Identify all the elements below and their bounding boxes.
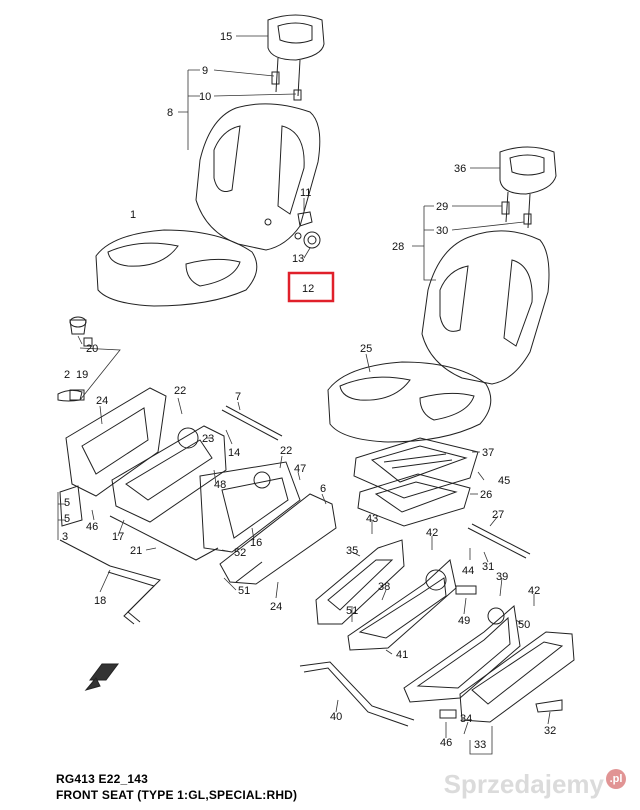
callout-31: 31 (482, 561, 494, 573)
seat-cushion-front-left (95, 229, 258, 307)
callout-7: 7 (235, 391, 241, 403)
bracket-small (69, 389, 85, 401)
callout-24-a: 24 (96, 395, 108, 407)
callout-42-b: 42 (528, 585, 540, 597)
seat-cushion-front-right (327, 361, 492, 443)
callout-45: 45 (498, 475, 510, 487)
headrest-guide-pins (271, 71, 302, 101)
callout-12: 12 (302, 283, 314, 295)
callout-50: 50 (518, 619, 530, 631)
callout-11: 11 (300, 187, 311, 199)
seat-frame-left (57, 316, 337, 585)
seat-frame-right (315, 539, 575, 723)
callout-35: 35 (346, 545, 358, 557)
seat-rails-left (59, 405, 283, 625)
callout-46-a: 46 (86, 521, 98, 533)
callout-27: 27 (492, 509, 504, 521)
callout-23: 23 (202, 433, 214, 445)
seat-backrest-front-right (421, 230, 550, 385)
callout-13: 13 (292, 253, 304, 265)
callout-44: 44 (462, 565, 474, 577)
callout-43: 43 (366, 513, 378, 525)
callout-39: 39 (496, 571, 508, 583)
diagram-code: RG413 E22_143 (56, 772, 149, 786)
callout-10: 10 (199, 91, 211, 103)
callout-24-b: 24 (270, 601, 282, 613)
part-labels: 15 9 10 8 11 13 1 36 29 30 28 25 20 2 19… (62, 31, 556, 751)
callout-21: 21 (130, 545, 142, 557)
callout-51-b: 51 (346, 605, 358, 617)
callout-22-a: 22 (174, 385, 186, 397)
callout-38: 38 (378, 581, 390, 593)
callout-20: 20 (86, 343, 98, 355)
callout-37: 37 (482, 447, 494, 459)
callout-42-a: 42 (426, 527, 438, 539)
front-direction-arrow (84, 663, 119, 691)
callout-25: 25 (360, 343, 372, 355)
callout-3: 3 (62, 531, 68, 543)
watermark-badge: .pl (606, 769, 626, 789)
callout-34: 34 (460, 713, 472, 725)
callout-19: 19 (76, 369, 88, 381)
callout-29: 29 (436, 201, 448, 213)
callout-5-b: 5 (64, 513, 70, 525)
callout-8: 8 (167, 107, 173, 119)
headrest-front-right (499, 146, 557, 229)
callout-48: 48 (214, 479, 226, 491)
callout-32: 32 (544, 725, 556, 737)
knob-small-parts (294, 211, 321, 249)
callout-1: 1 (130, 209, 136, 221)
callout-9: 9 (202, 65, 208, 77)
callout-40: 40 (330, 711, 342, 723)
callout-49: 49 (458, 615, 470, 627)
seat-rails-right (299, 523, 531, 727)
callout-6: 6 (320, 483, 326, 495)
seat-pan-trays (353, 437, 479, 527)
watermark-text: Sprzedajemy (443, 769, 604, 799)
leader-lines (57, 35, 551, 755)
callout-16: 16 (250, 537, 262, 549)
callout-5-a: 5 (64, 497, 70, 509)
diagram-title: FRONT SEAT (TYPE 1:GL,SPECIAL:RHD) (56, 788, 298, 802)
callout-22-b: 22 (280, 445, 292, 457)
callout-52: 52 (234, 547, 246, 559)
callout-51-a: 51 (238, 585, 250, 597)
callout-28: 28 (392, 241, 404, 253)
watermark: Sprzedajemy.pl (444, 769, 626, 800)
callout-47: 47 (294, 463, 306, 475)
callout-26: 26 (480, 489, 492, 501)
callout-15: 15 (220, 31, 232, 43)
callout-36: 36 (454, 163, 466, 175)
highlighted-part-12: 12 (287, 271, 335, 303)
callout-33: 33 (474, 739, 486, 751)
callout-2: 2 (64, 369, 70, 381)
seat-backrest-front-left (195, 103, 321, 251)
callout-18: 18 (94, 595, 106, 607)
callout-17: 17 (112, 531, 124, 543)
callout-46-b: 46 (440, 737, 452, 749)
callout-14: 14 (228, 447, 240, 459)
callout-30: 30 (436, 225, 448, 237)
callout-41: 41 (396, 649, 408, 661)
